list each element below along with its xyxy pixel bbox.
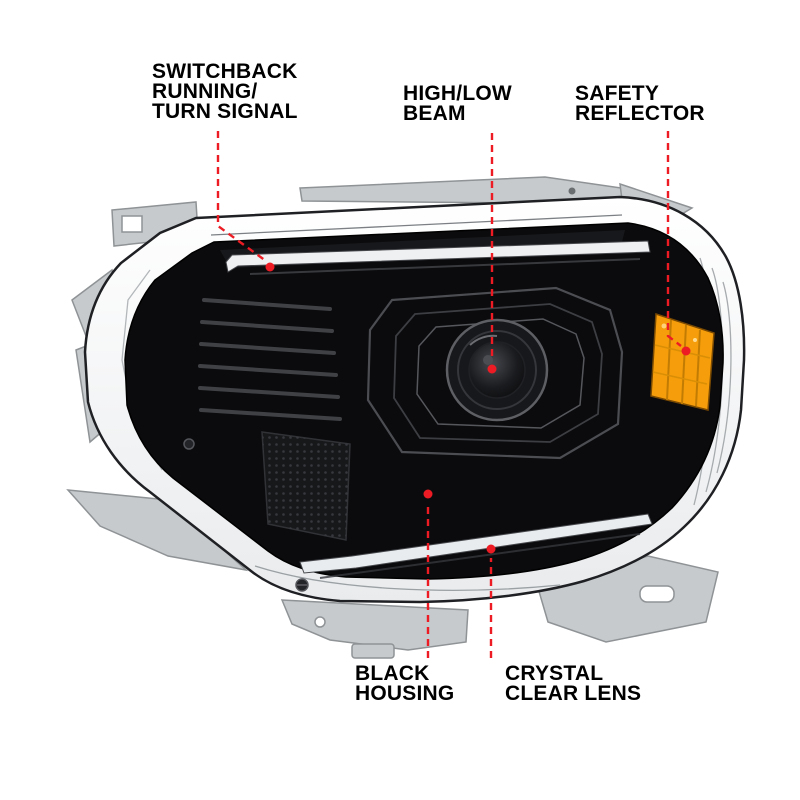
label-switchback-running-turn-signal: SWITCHBACK RUNNING/ TURN SIGNAL <box>152 60 298 123</box>
callout-line-safety-reflector <box>666 131 682 347</box>
label-line: HOUSING <box>355 682 455 705</box>
vent-mesh <box>261 431 351 541</box>
callout-dot-black-housing <box>423 489 433 499</box>
label-line: RUNNING/ <box>152 80 258 103</box>
label-line: CLEAR LENS <box>505 682 642 705</box>
projector-lens <box>445 318 549 422</box>
projector-bezel <box>366 286 624 460</box>
drl-light-bar-top <box>225 240 651 275</box>
amber-safety-reflector <box>650 312 715 411</box>
housing-fins <box>198 298 342 421</box>
label-high-low-beam: HIGH/LOW BEAM <box>403 82 512 125</box>
callout-dot-switchback <box>265 262 275 272</box>
bracket-bottom-right-slot <box>639 585 675 603</box>
label-line: BLACK <box>355 662 430 685</box>
label-line: CRYSTAL <box>505 662 604 685</box>
label-line: BEAM <box>403 102 466 125</box>
bracket-bottom-foot <box>351 643 395 659</box>
bracket-top-bolt <box>568 187 576 195</box>
label-line: SAFETY <box>575 82 660 105</box>
callout-dot-high-low-beam <box>487 364 497 374</box>
bracket-bottom-hole <box>314 616 326 628</box>
label-line: TURN SIGNAL <box>152 100 298 123</box>
callout-dot-safety-reflector <box>681 346 691 356</box>
bracket-bottom-center <box>280 599 469 651</box>
label-line: SWITCHBACK <box>152 60 298 83</box>
housing-screws <box>183 438 309 592</box>
label-line: REFLECTOR <box>575 102 705 125</box>
callout-annotations <box>216 131 691 658</box>
label-crystal-clear-lens: CRYSTAL CLEAR LENS <box>505 662 642 705</box>
callout-line-switchback <box>216 131 267 262</box>
bracket-bottom-left-wedge <box>66 489 249 572</box>
bracket-top-left-notch <box>121 215 143 233</box>
label-line: HIGH/LOW <box>403 82 512 105</box>
label-black-housing: BLACK HOUSING <box>355 662 455 705</box>
label-safety-reflector: SAFETY REFLECTOR <box>575 82 705 125</box>
callout-dot-crystal-clear-lens <box>486 544 496 554</box>
drl-light-bar-bottom <box>299 513 653 579</box>
